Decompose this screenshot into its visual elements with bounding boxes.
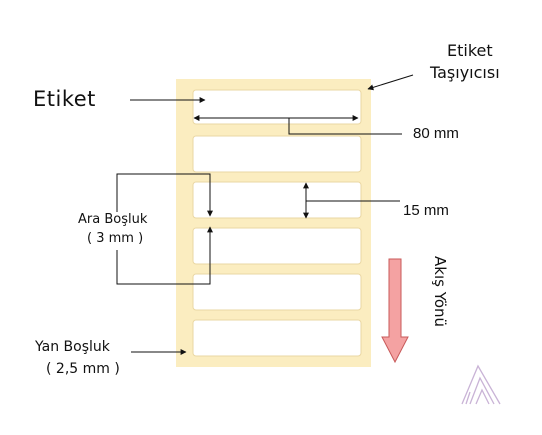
gap-value: ( 3 mm ): [87, 231, 144, 246]
label-rect: [192, 89, 362, 125]
gap-label: Ara Boşluk: [78, 212, 148, 227]
stripe-logo-icon: [461, 364, 501, 405]
label-title: Etiket: [33, 87, 96, 111]
label-carrier-strip: [176, 79, 371, 367]
label-rect: [192, 319, 362, 357]
carrier-pointer-arrow: [367, 74, 414, 91]
label-rect: [192, 227, 362, 265]
flow-direction-label: Akış Yönü: [431, 256, 449, 328]
width-value: 80 mm: [413, 125, 459, 142]
side-gap-label: Yan Boşluk: [35, 339, 110, 355]
gap-bracket-top: [116, 173, 213, 217]
flow-direction-arrow: [381, 258, 409, 364]
label-rect: [192, 273, 362, 311]
label-rect: [192, 181, 362, 219]
height-value: 15 mm: [403, 202, 449, 219]
width-leader-line: [288, 118, 402, 135]
side-gap-value: ( 2,5 mm ): [46, 361, 120, 377]
gap-bracket-bottom: [116, 226, 213, 285]
dimension-lines: [116, 74, 414, 355]
carrier-title-line2: Taşıyıcısı: [430, 63, 500, 82]
label-rect: [192, 135, 362, 173]
carrier-title-line1: Etiket: [447, 41, 493, 60]
